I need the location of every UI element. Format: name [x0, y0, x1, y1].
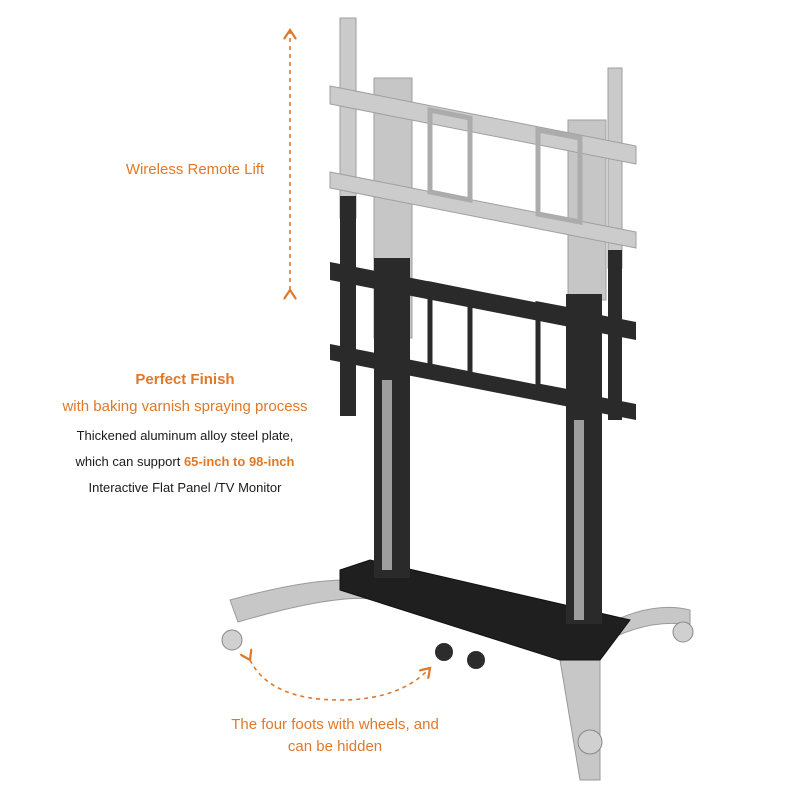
wheel-icon [467, 651, 485, 669]
lift-caption: Wireless Remote Lift [125, 161, 265, 178]
size-range-highlight: 65-inch to 98-inch [183, 454, 295, 469]
wheel-icon [577, 729, 603, 755]
plate-description-line: Thickened aluminum alloy steel plate, [76, 428, 294, 443]
wheels-arrow-icon [250, 660, 430, 701]
wheel-icon [435, 643, 453, 661]
finish-subheading: with baking varnish spraying process [62, 398, 308, 415]
wheels-caption: can be hidden [287, 738, 383, 755]
plate-description-line: Interactive Flat Panel /TV Monitor [88, 480, 282, 495]
wheel-icon [221, 629, 243, 651]
wheels-caption: The four foots with wheels, and [231, 716, 439, 733]
tv-mount-bracket [330, 196, 636, 420]
wheel-icon [672, 621, 694, 643]
raised-position-ghost [329, 17, 637, 339]
plate-support-line: which can support 65-inch to 98-inch [40, 454, 330, 469]
base-with-wheels [221, 559, 694, 781]
support-prefix: which can support [75, 454, 184, 469]
finish-heading: Perfect Finish [135, 371, 235, 388]
lift-columns [374, 258, 602, 624]
